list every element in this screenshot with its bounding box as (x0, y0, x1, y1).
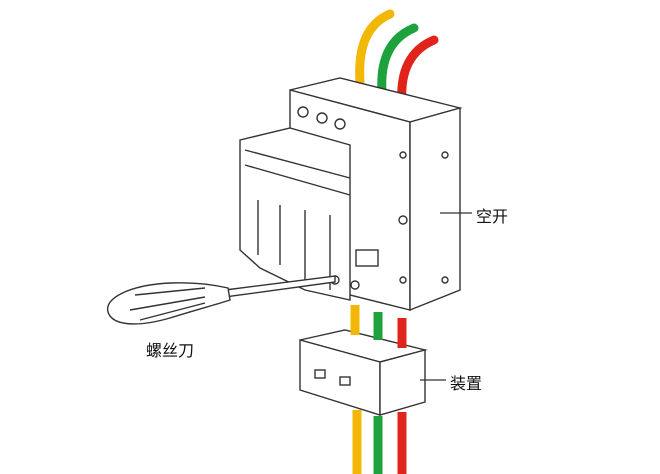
wire-red-top (397, 35, 439, 107)
device-label: 装置 (450, 374, 483, 393)
breaker-lower (239, 127, 351, 301)
screwdriver (106, 275, 336, 325)
wire-yellow-top (355, 9, 395, 87)
wire-green-top (377, 23, 419, 97)
breaker-side (409, 107, 461, 312)
device-side (379, 349, 426, 416)
breaker-label: 空开 (476, 207, 509, 226)
screwdriver-label: 螺丝刀 (146, 341, 195, 360)
